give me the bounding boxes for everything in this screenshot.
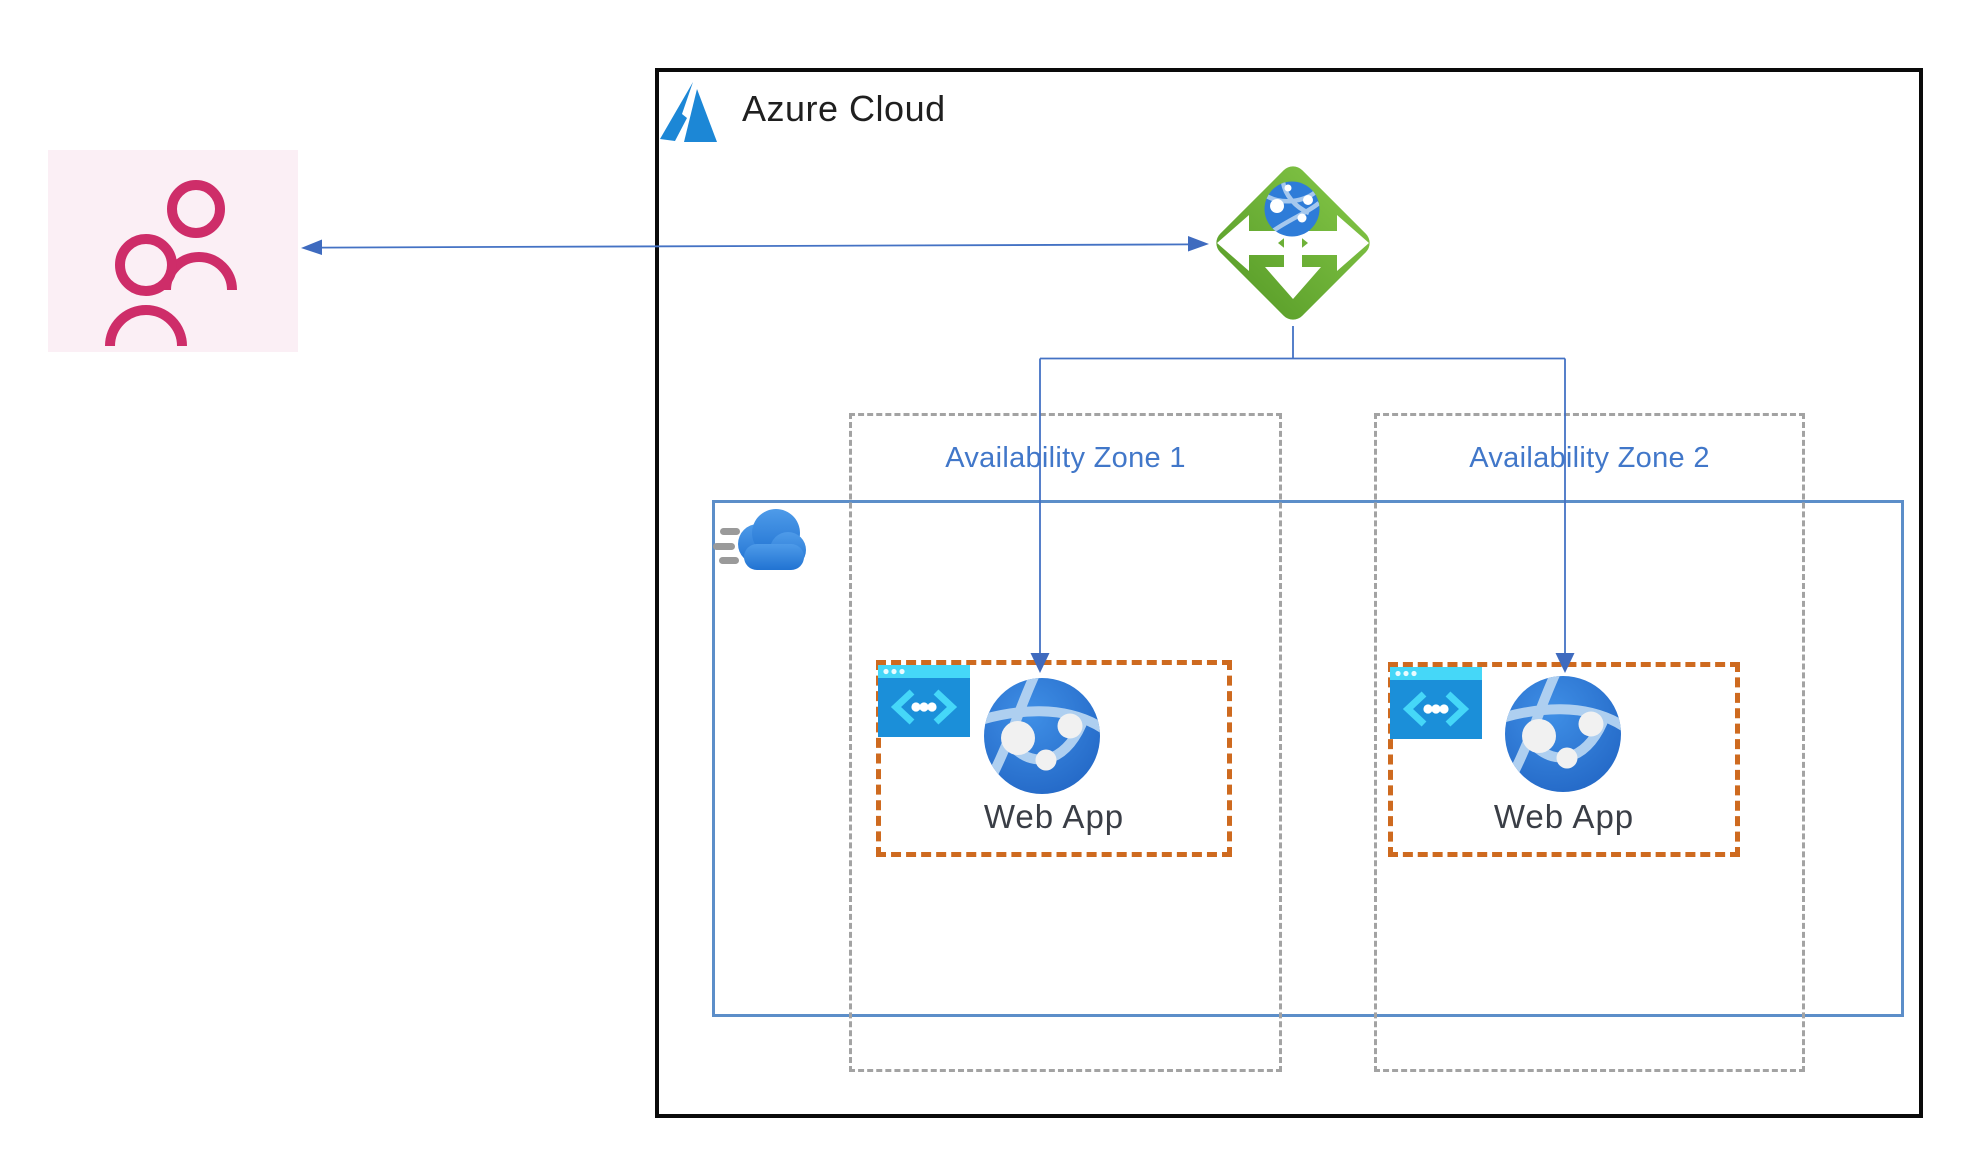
- availability-zone-1-label: Availability Zone 1: [945, 442, 1186, 474]
- app-service-plan-boundary: [712, 500, 1904, 1017]
- web-app-globe-icon: [1505, 676, 1621, 792]
- web-app-box-1: Web App: [876, 660, 1232, 857]
- availability-zone-2-box: Availability Zone 2: [1374, 413, 1805, 1072]
- availability-zone-1-box: Availability Zone 1: [849, 413, 1282, 1072]
- users-icon: [105, 180, 237, 347]
- azure-logo-icon: [660, 82, 717, 142]
- arrowhead-left: [301, 239, 322, 255]
- azure-cloud-boundary: [655, 68, 1923, 1118]
- application-gateway-icon: [1216, 166, 1370, 320]
- azure-cloud-label: Azure Cloud: [742, 88, 946, 129]
- app-service-code-icon: [1390, 667, 1482, 739]
- web-app-label-1: Web App: [983, 798, 1125, 835]
- availability-zone-2-label: Availability Zone 2: [1469, 442, 1710, 474]
- users-box: [48, 150, 298, 352]
- web-app-box-2: Web App: [1388, 662, 1740, 857]
- web-app-globe-icon: [984, 678, 1100, 794]
- web-app-label-2: Web App: [1493, 798, 1635, 835]
- app-service-code-icon: [878, 665, 970, 737]
- app-service-plan-cloud-icon: [713, 509, 806, 570]
